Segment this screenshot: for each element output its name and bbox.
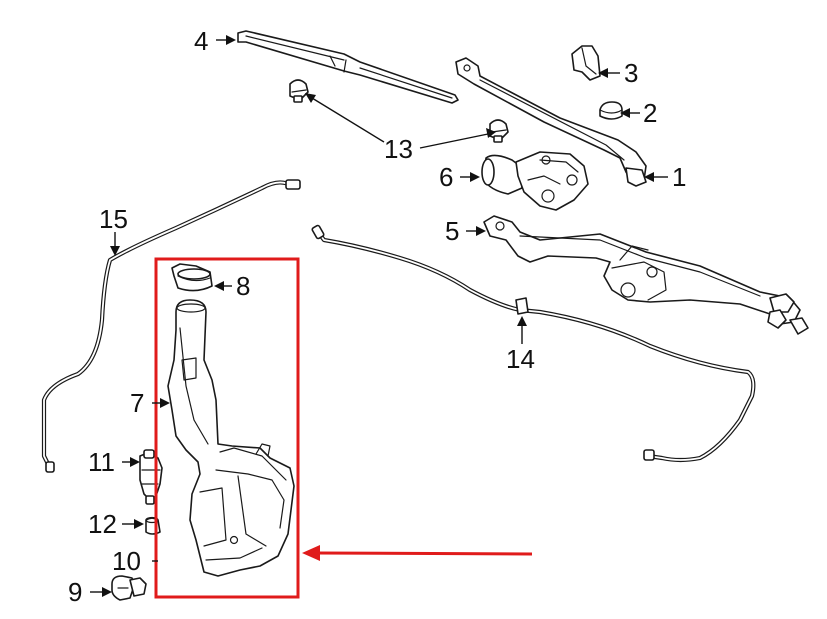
callout-8: 8 bbox=[236, 271, 250, 301]
callout-12: 12 bbox=[88, 509, 117, 539]
washer-reservoir[interactable] bbox=[167, 299, 295, 577]
washer-nozzle-left[interactable] bbox=[289, 79, 309, 103]
callout-6: 6 bbox=[439, 162, 453, 192]
pump-grommet[interactable] bbox=[145, 516, 161, 535]
callout-10: 10 bbox=[112, 546, 141, 576]
washer-pump[interactable] bbox=[139, 449, 163, 505]
nut-cap[interactable] bbox=[599, 101, 623, 120]
callout-3: 3 bbox=[624, 58, 638, 88]
highlight-arrow-head bbox=[302, 545, 320, 561]
callout-5: 5 bbox=[445, 216, 459, 246]
washer-nozzle-right[interactable] bbox=[489, 119, 509, 143]
callout-7: 7 bbox=[130, 388, 144, 418]
callout-15: 15 bbox=[99, 204, 128, 234]
wiper-motor[interactable] bbox=[481, 151, 589, 211]
callout-14: 14 bbox=[506, 344, 535, 374]
wiper-linkage[interactable] bbox=[483, 215, 809, 335]
callout-4: 4 bbox=[194, 26, 208, 56]
highlight-box bbox=[154, 257, 300, 599]
callout-9: 9 bbox=[68, 577, 82, 607]
arm-cap[interactable] bbox=[571, 45, 601, 81]
callout-2: 2 bbox=[643, 98, 657, 128]
callout-11: 11 bbox=[88, 447, 115, 477]
reservoir-cap[interactable] bbox=[171, 263, 213, 292]
wiper-arm[interactable] bbox=[455, 57, 647, 187]
leader-lines bbox=[90, 35, 668, 597]
highlight-arrow-shaft bbox=[315, 551, 533, 556]
wiper-blade[interactable] bbox=[237, 30, 459, 104]
level-sensor[interactable] bbox=[111, 575, 147, 601]
callout-13: 13 bbox=[384, 134, 413, 164]
callout-labels: 1 2 3 4 5 6 7 8 9 10 11 12 13 14 15 bbox=[68, 26, 686, 607]
washer-hose-left[interactable] bbox=[41, 179, 301, 473]
callout-1: 1 bbox=[672, 162, 686, 192]
washer-hose-right[interactable] bbox=[311, 224, 756, 463]
